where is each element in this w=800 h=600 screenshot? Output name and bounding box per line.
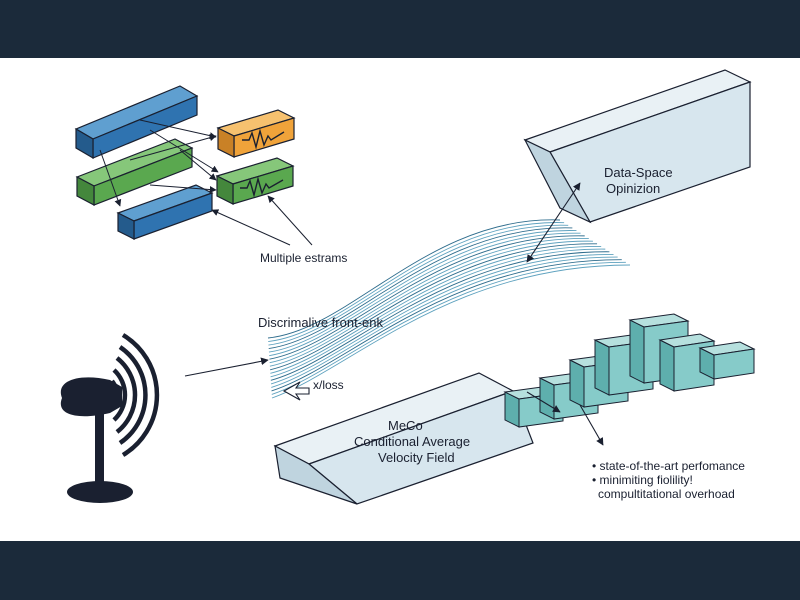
wave-line — [268, 222, 565, 342]
result-bullet-1: • state-of-the-art perfomance — [592, 459, 745, 473]
velocity-block — [698, 341, 756, 380]
meco-label-3: Velocity Field — [378, 450, 455, 465]
microphone-icon — [60, 333, 160, 503]
stream-filter-green — [215, 157, 295, 205]
multiple-streams-label: Multiple estrams — [260, 251, 347, 265]
result-bullet-2: • minimiting fiolility! — [592, 473, 693, 487]
stream-blocks — [74, 85, 296, 240]
optimization-arrow — [526, 182, 581, 263]
meco-box — [273, 372, 534, 505]
result-bullet-3: compultitational overhoad — [598, 487, 735, 501]
wave-line — [271, 264, 631, 399]
xloss-label: x/loss — [313, 378, 344, 392]
stream-block-blue-1 — [74, 85, 199, 160]
top-band — [0, 0, 800, 58]
wave-line — [268, 224, 569, 346]
velocity-block — [658, 333, 716, 392]
data-space-label-1: Data-Space — [604, 165, 673, 180]
waveform-icon — [242, 128, 285, 150]
stream-block-blue-2 — [116, 184, 214, 240]
data-space-box — [523, 69, 752, 224]
bottom-band — [0, 541, 800, 600]
wave-line — [271, 261, 626, 395]
discriminative-label: Discrimalive front-enk — [258, 315, 383, 330]
wave-line — [268, 227, 573, 350]
stream-connectors — [99, 119, 219, 207]
meco-label-2: Conditional Average — [354, 434, 470, 449]
wave-line — [268, 230, 577, 353]
meco-to-blocks-arrow — [526, 391, 561, 413]
velocity-blocks — [503, 313, 756, 428]
wave-line — [267, 219, 561, 339]
stream-filter-orange — [216, 109, 296, 158]
blocks-to-results-arrow — [579, 404, 604, 446]
waveform-icon — [240, 176, 284, 198]
meco-label-1: MeCo — [388, 418, 423, 433]
streams-callout — [211, 195, 313, 246]
data-space-label-2: Opinizion — [606, 181, 660, 196]
wave-line — [271, 259, 622, 392]
xloss-arrow-icon — [282, 381, 310, 401]
mic-to-frontend-arrow — [184, 357, 269, 377]
wave-line — [269, 232, 581, 357]
